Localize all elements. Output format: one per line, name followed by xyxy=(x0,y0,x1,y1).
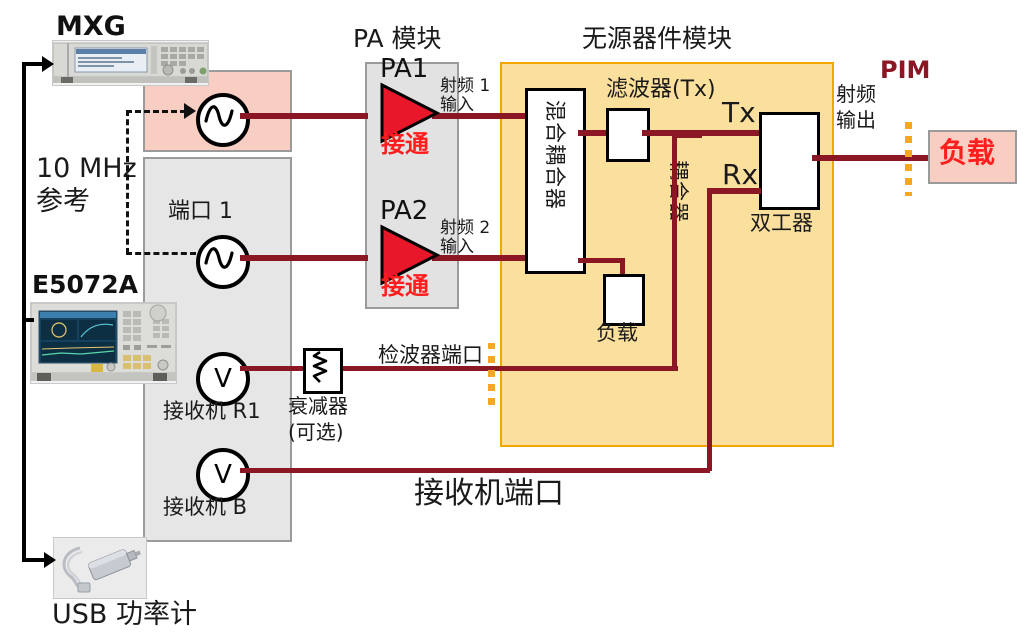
arrow-to-usb-meter-icon xyxy=(44,552,56,568)
wire-coupler-tap-vertical xyxy=(672,133,677,371)
rx-label: Rx xyxy=(722,158,759,191)
attenuator-line2: (可选) xyxy=(288,420,344,444)
arrow-ref-to-source1-icon xyxy=(184,103,196,119)
control-bus-to-vna xyxy=(22,318,34,322)
wire-port1-to-pa2 xyxy=(240,255,368,261)
mxg-label: MXG xyxy=(56,11,126,42)
internal-load-label: 负载 xyxy=(596,321,638,345)
pa2-state: 接通 xyxy=(381,272,429,300)
attenuator-box xyxy=(303,348,343,394)
tx-label: Tx xyxy=(722,96,756,129)
ref-10mhz-line1: 10 MHz xyxy=(36,153,137,184)
rf-output-line2: 输出 xyxy=(836,108,876,132)
duplexer-label: 双工器 xyxy=(750,211,813,235)
rf1-input-line1: 射频 1 xyxy=(440,76,491,96)
control-bus-to-usb-meter xyxy=(22,558,46,562)
external-load-box xyxy=(928,130,1017,184)
detector-port-label: 检波器端口 xyxy=(378,343,483,367)
hybrid-coupler-box xyxy=(525,88,586,274)
receiver-r1-label: 接收机 R1 xyxy=(163,399,261,423)
wire-mxg-to-pa1 xyxy=(240,113,368,119)
pa1-amplifier-symbol xyxy=(379,82,441,148)
pa1-name: PA1 xyxy=(380,54,429,84)
pa1-state: 接通 xyxy=(381,130,429,158)
internal-load-box xyxy=(603,274,645,326)
mxg-signal-generator-image xyxy=(52,40,209,86)
wire-receiver-port xyxy=(240,468,710,473)
ref-dashed-top xyxy=(126,110,186,113)
wire-duplexer-rx xyxy=(707,188,761,194)
wire-hybrid-to-filter xyxy=(578,130,608,136)
port1-label: 端口 1 xyxy=(168,199,233,224)
control-bus-spine xyxy=(22,62,26,562)
receiver-b-symbol: V xyxy=(196,448,250,502)
external-load-label: 负载 xyxy=(939,136,996,169)
control-bus-to-mxg xyxy=(22,62,44,66)
e5072a-vna-image xyxy=(30,302,177,384)
filter-tx-label: 滤波器(Tx) xyxy=(606,77,716,102)
wire-coupler-tap-top xyxy=(672,133,702,138)
receiver-port-label: 接收机端口 xyxy=(414,476,564,511)
wire-rx-tap-vertical xyxy=(707,188,712,471)
ref-dashed-vertical xyxy=(126,110,129,254)
usb-power-meter-image xyxy=(53,537,147,599)
rf1-input-line2: 输入 xyxy=(440,95,474,115)
pim-interface-dotted-line xyxy=(905,118,912,196)
title-pa-module: PA 模块 xyxy=(353,24,442,53)
hybrid-coupler-label: 混合耦合器 xyxy=(543,100,567,210)
rf-output-line1: 射频 xyxy=(836,82,876,106)
arrow-to-mxg-icon xyxy=(42,56,54,72)
attenuator-line1: 衰减器 xyxy=(288,394,348,418)
wire-hybrid-to-load xyxy=(578,258,625,263)
wire-detector-port xyxy=(240,366,678,371)
pa2-amplifier-symbol xyxy=(379,224,441,290)
wire-load-drop xyxy=(620,258,625,280)
pa2-name: PA2 xyxy=(380,196,429,226)
title-passive-module: 无源器件模块 xyxy=(582,24,733,53)
source-mxg-symbol xyxy=(196,93,250,147)
rf2-input-line1: 射频 2 xyxy=(440,218,491,238)
detector-port-dotted-line xyxy=(488,343,495,411)
ref-10mhz-line2: 参考 xyxy=(36,186,90,217)
receiver-r1-symbol: V xyxy=(196,352,250,406)
wire-rf-output xyxy=(812,155,929,161)
label-pim: PIM xyxy=(880,56,931,84)
wire-pa1-to-hybrid xyxy=(432,113,528,119)
e5072a-label: E5072A xyxy=(32,270,139,299)
ref-dashed-bottom xyxy=(126,252,196,255)
wire-pa2-to-hybrid xyxy=(432,255,528,261)
receiver-b-label: 接收机 B xyxy=(163,495,248,519)
rf2-input-line2: 输入 xyxy=(440,237,474,257)
duplexer-box xyxy=(759,112,820,210)
source-port1-symbol xyxy=(196,235,250,289)
usb-power-meter-label: USB 功率计 xyxy=(52,599,198,630)
